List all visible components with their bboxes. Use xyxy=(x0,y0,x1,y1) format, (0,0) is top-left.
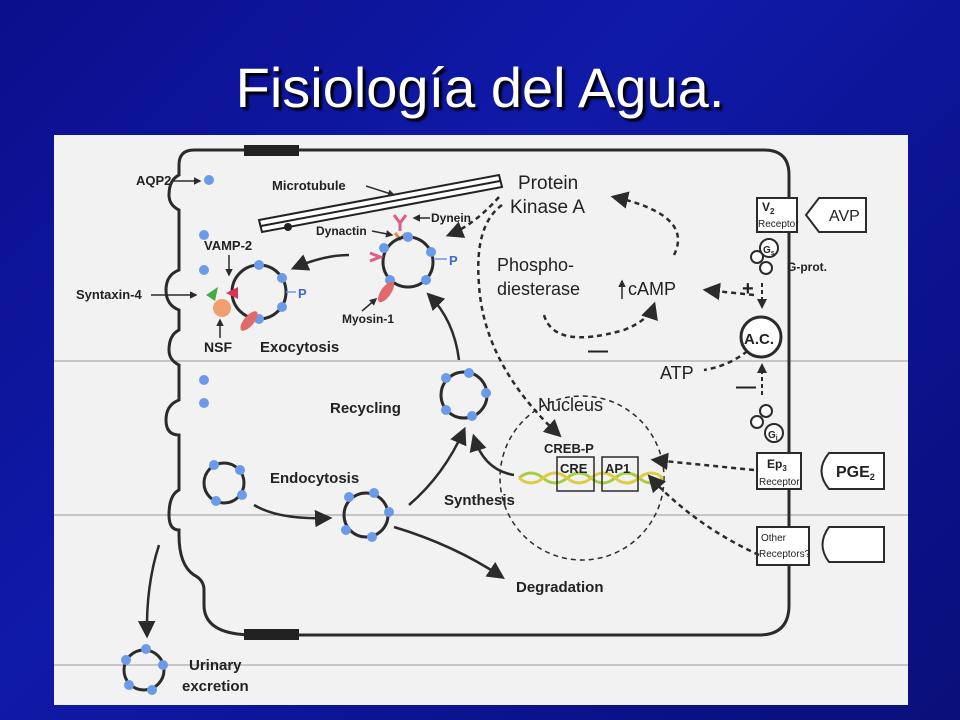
ep3-receptor xyxy=(756,452,802,490)
myosin-label: Myosin-1 xyxy=(342,312,394,326)
phospho-p-label: P xyxy=(449,253,458,268)
crebp-label: CREB-P xyxy=(544,441,594,456)
atp-label: ATP xyxy=(660,363,694,383)
nsf-label: NSF xyxy=(204,339,232,355)
vesicle-exocytosis xyxy=(230,260,288,324)
gprot-label: G-prot. xyxy=(787,260,827,274)
recycling-label: Recycling xyxy=(330,400,401,417)
aqp2-dot xyxy=(199,375,209,385)
vamp-protein xyxy=(226,287,238,299)
other-ligand xyxy=(821,526,885,563)
microtubule-label: Microtubule xyxy=(272,178,346,193)
microtubule xyxy=(257,173,504,234)
receptors-label: Receptors? xyxy=(759,549,811,560)
ep3-receptor-label: Receptor xyxy=(759,477,800,488)
minus-sign-2: — xyxy=(736,376,756,398)
vamp2-label: VAMP-2 xyxy=(204,238,252,253)
adenylate-cyclase xyxy=(739,315,783,359)
gi-label: Gi xyxy=(768,430,778,442)
ep3-label: Ep3 xyxy=(767,457,787,473)
myosin-motor-2 xyxy=(240,311,258,331)
vesicle-endocytosis-membrane xyxy=(202,460,247,506)
pge2-ligand xyxy=(820,452,885,490)
ac-label: A.C. xyxy=(744,331,774,348)
vesicle-endosome xyxy=(341,488,394,542)
exocytosis-label: Exocytosis xyxy=(260,339,339,356)
kinase-a-label: Kinase A xyxy=(510,197,585,218)
aqp2-dot xyxy=(199,230,209,240)
gs-protein xyxy=(750,238,779,275)
cell-membrane xyxy=(164,148,791,637)
degradation-label: Degradation xyxy=(516,579,604,596)
vesicle-recycling xyxy=(439,368,491,421)
syntaxin4-label: Syntaxin-4 xyxy=(76,287,143,302)
syntaxin-protein xyxy=(206,287,218,301)
minus-sign: — xyxy=(588,340,608,362)
v2-label: V2 xyxy=(762,200,775,216)
vesicle-dynein xyxy=(379,232,436,289)
cre-box xyxy=(556,456,595,492)
synthesis-label: Synthesis xyxy=(444,492,515,509)
myosin-motor xyxy=(377,281,395,303)
other-label: Other xyxy=(761,533,787,544)
myosin-hook xyxy=(369,251,385,263)
plus-sign: + xyxy=(742,278,754,300)
tight-junction-top xyxy=(244,145,299,156)
endocytosis-label: Endocytosis xyxy=(270,470,359,487)
ap1-label: AP1 xyxy=(605,461,630,476)
avp-label: AVP xyxy=(829,208,860,225)
aqp2-dot xyxy=(199,398,209,408)
ap1-box xyxy=(601,456,639,492)
aquaporin-diagram: AQP2 Microtubule Protein Kinase A Dynein… xyxy=(54,135,908,705)
avp-ligand xyxy=(804,197,867,233)
other-receptor xyxy=(756,526,810,566)
diesterase-label: diesterase xyxy=(497,279,580,299)
cre-label: CRE xyxy=(560,461,588,476)
slide-title: Fisiología del Agua. xyxy=(235,56,725,119)
vesicle-urinary xyxy=(121,644,168,695)
urinary-label: Urinary xyxy=(189,657,242,674)
camp-label: cAMP xyxy=(628,279,676,299)
dynein-label: Dynein xyxy=(431,211,471,225)
tight-junction-bottom xyxy=(244,629,299,640)
dynactin-label: Dynactin xyxy=(316,224,367,238)
nucleus-label: Nucleus xyxy=(538,395,603,415)
v2-receptor xyxy=(756,197,798,233)
nsf-protein xyxy=(213,299,231,317)
pge2-label: PGE2 xyxy=(836,464,875,482)
protein-label: Protein xyxy=(518,173,578,194)
dna-strand xyxy=(518,471,664,485)
phospho-p-label-2: P xyxy=(298,286,307,301)
excretion-label: excretion xyxy=(182,678,249,695)
v2-receptor-label: Receptor xyxy=(758,219,799,230)
aqp2-dot xyxy=(204,175,214,185)
gi-protein xyxy=(750,404,784,443)
aqp2-label: AQP2 xyxy=(136,173,171,188)
gs-label: Gs xyxy=(763,245,775,257)
aqp2-dot xyxy=(199,265,209,275)
phospho-label: Phospho- xyxy=(497,255,574,275)
